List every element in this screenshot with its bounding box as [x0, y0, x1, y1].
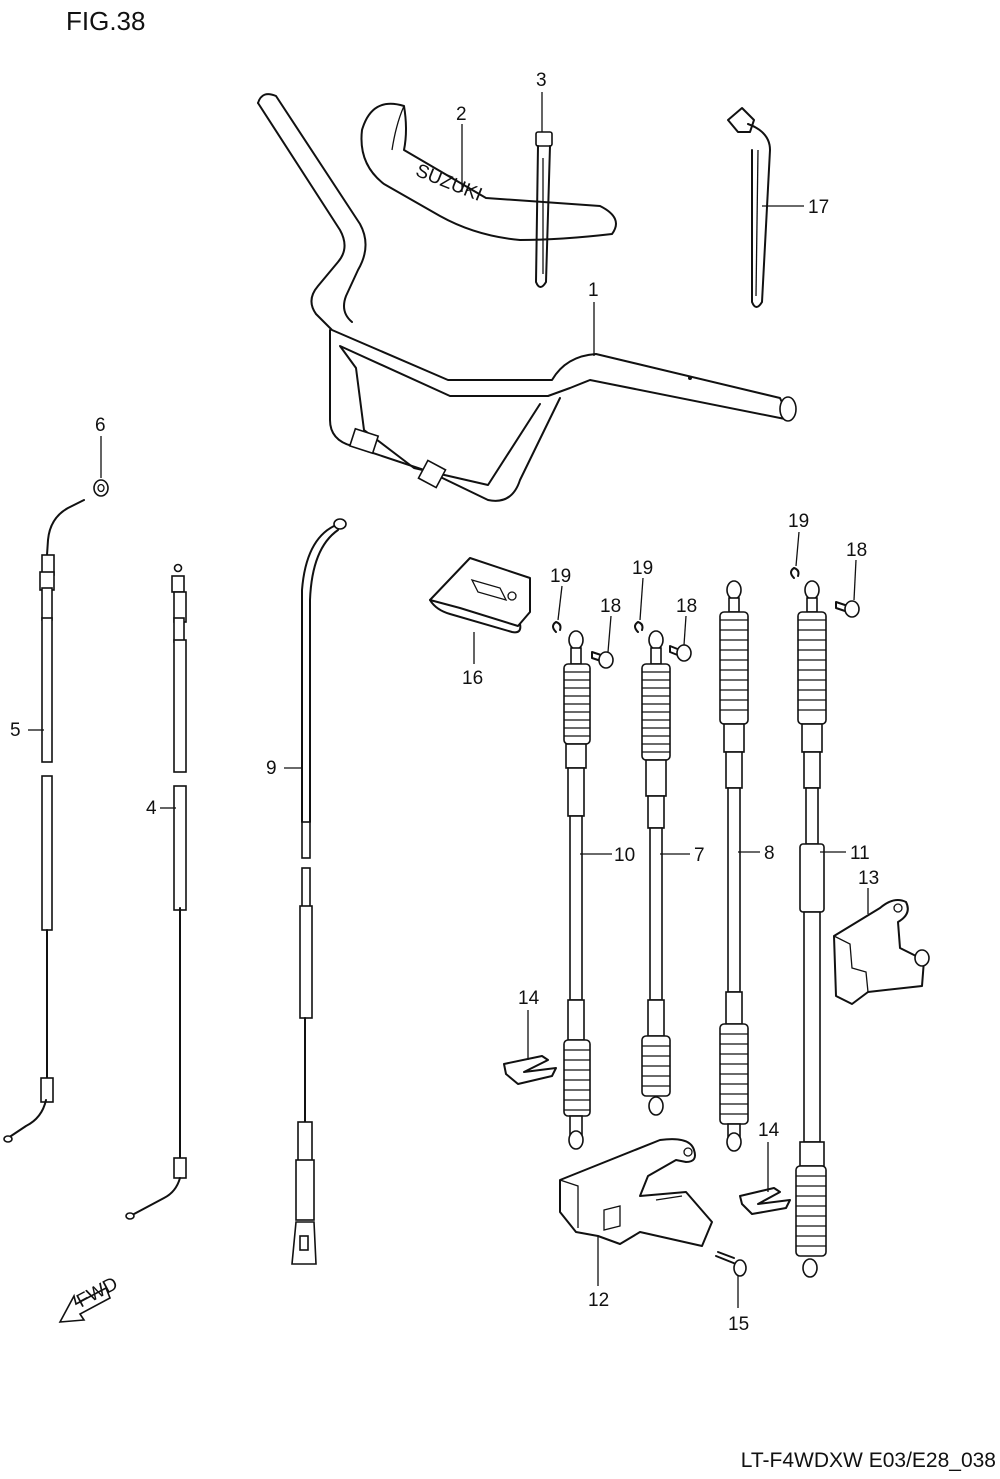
handlebar: [257, 93, 797, 502]
callout-3: 3: [536, 70, 547, 91]
clip-a: [503, 1055, 557, 1085]
cable-10: [563, 630, 591, 1150]
bolt-18a: [591, 651, 614, 669]
cable-clamp-bracket: [833, 899, 930, 1005]
cable-tie-long: [727, 107, 771, 308]
callout-9: 9: [266, 758, 277, 779]
brand-mark: SUZUKI: [413, 160, 485, 206]
clip-19b: [634, 621, 644, 633]
cable-7: [641, 630, 671, 1116]
callout-18a: 18: [600, 596, 621, 617]
figure-title: FIG.38: [66, 6, 146, 36]
callout-11: 11: [850, 843, 870, 864]
throttle-cable: [3, 499, 85, 1143]
callout-7: 7: [694, 845, 705, 866]
callout-6: 6: [95, 415, 106, 436]
washer: [93, 479, 109, 497]
cable-11: [795, 580, 827, 1278]
callout-19c: 19: [788, 511, 809, 532]
bolt-15: [715, 1251, 747, 1277]
callout-16: 16: [462, 668, 483, 689]
handlebar-pad: SUZUKI: [360, 102, 617, 241]
callout-18c: 18: [846, 540, 867, 561]
fwd-arrow-icon: FWD: [58, 1273, 121, 1323]
bolt-18c: [835, 600, 860, 618]
callout-10: 10: [614, 845, 635, 866]
clip-19c: [790, 567, 800, 579]
callout-15: 15: [728, 1314, 749, 1335]
callout-13: 13: [858, 868, 879, 889]
callout-14a: 14: [518, 988, 540, 1009]
callout-14b: 14: [758, 1120, 780, 1141]
diagram-code: LT-F4WDXW E03/E28_038: [740, 1449, 996, 1472]
clip-b: [739, 1187, 791, 1215]
callout-4: 4: [146, 798, 157, 819]
callout-17: 17: [808, 197, 829, 218]
callout-18b: 18: [676, 596, 697, 617]
callout-5: 5: [10, 720, 21, 741]
cable-tie: [535, 131, 553, 288]
cable-8: [719, 580, 749, 1152]
cable-bracket-top: [429, 557, 531, 634]
callout-19a: 19: [550, 566, 571, 587]
clip-19a: [552, 621, 562, 633]
callout-19b: 19: [632, 558, 653, 579]
choke-cable: [125, 563, 187, 1220]
leader-lines: [28, 92, 869, 1308]
callout-numbers: 1 2 3 4 5 6 7 8 9 10 11 12 13 14 14 15 1…: [10, 70, 879, 1335]
cable-mount-bracket: [559, 1138, 713, 1247]
speedometer-cable: [291, 518, 347, 1265]
callout-12: 12: [588, 1290, 609, 1311]
callout-1: 1: [588, 280, 599, 301]
callout-2: 2: [456, 104, 467, 125]
callout-8: 8: [764, 843, 775, 864]
fwd-label: FWD: [73, 1273, 121, 1312]
bolt-18b: [669, 644, 692, 662]
